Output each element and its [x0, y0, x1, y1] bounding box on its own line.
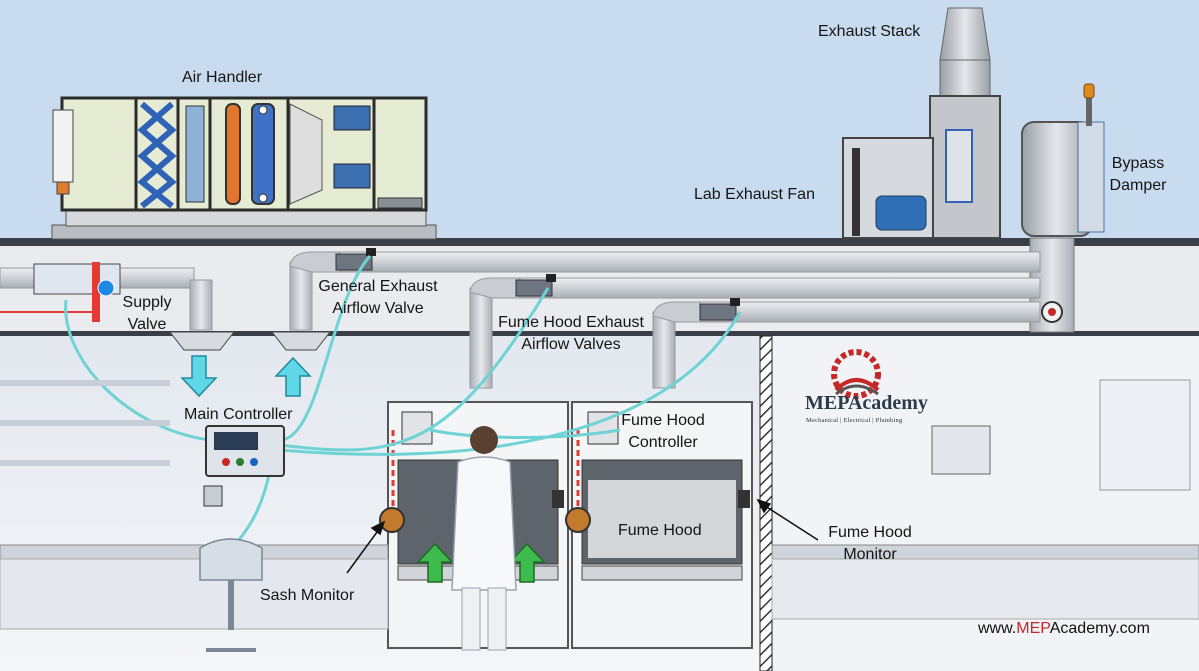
website-prefix: www. — [978, 620, 1017, 637]
label-general-exhaust-airflow-valve: General Exhaust Airflow Valve — [305, 276, 451, 320]
fume-hood-exhaust-valve-1 — [515, 274, 556, 297]
label-fume-hood-controller-line1: Fume Hood — [621, 412, 705, 429]
callout-arrows — [346, 498, 819, 574]
label-fume-hood-controller: Fume Hood Controller — [614, 410, 712, 454]
label-fume-hood-exhaust-line2: Airflow Valves — [521, 336, 621, 353]
exhaust-fan-assembly — [842, 7, 1105, 333]
office-chair — [199, 538, 263, 652]
fume-hood-cabinets — [379, 401, 753, 649]
website-suffix: Academy.com — [1049, 620, 1150, 637]
air-handler-unit — [51, 96, 437, 240]
label-sash-monitor: Sash Monitor — [260, 587, 355, 604]
label-fume-hood-monitor-line1: Fume Hood — [828, 524, 912, 541]
label-general-exhaust-line2: Airflow Valve — [332, 300, 424, 317]
website-url: www.MEPAcademy.com — [978, 620, 1150, 638]
lab-bench-right — [771, 379, 1199, 620]
logo-subtitle: Mechanical | Electrical | Plumbing — [806, 417, 903, 424]
exhaust-main-duct — [270, 251, 1041, 389]
roof-slab — [0, 238, 1199, 246]
label-fume-hood-exhaust-airflow-valves: Fume Hood Exhaust Airflow Valves — [484, 312, 658, 356]
control-wiring — [64, 254, 742, 562]
fume-hood-exhaust-valve-2 — [699, 298, 740, 321]
label-main-controller: Main Controller — [184, 406, 293, 423]
label-fume-hood-monitor: Fume Hood Monitor — [818, 522, 922, 566]
lab-technician — [451, 426, 517, 651]
label-fume-hood: Fume Hood — [618, 522, 702, 539]
label-fume-hood-controller-line2: Controller — [628, 434, 698, 451]
sash-airflow-arrow-left — [416, 542, 454, 583]
label-supply-valve: Supply Valve — [112, 292, 182, 336]
label-bypass-damper-line1: Bypass — [1111, 155, 1165, 172]
label-fume-hood-monitor-line2: Monitor — [843, 546, 897, 563]
label-supply-valve-line1: Supply — [122, 294, 172, 311]
ceiling-line — [0, 331, 1199, 336]
label-exhaust-stack: Exhaust Stack — [818, 23, 921, 40]
supply-duct — [0, 262, 236, 351]
label-air-handler: Air Handler — [182, 69, 263, 86]
website-brand: MEP — [1016, 620, 1050, 637]
lab-bench-left — [0, 380, 389, 630]
sash-airflow-arrow-right — [508, 542, 546, 583]
label-general-exhaust-line1: General Exhaust — [318, 278, 438, 295]
general-exhaust-airflow-arrow — [274, 356, 312, 397]
label-bypass-damper-line2: Damper — [1109, 177, 1167, 194]
supply-airflow-arrow — [180, 355, 218, 398]
label-lab-exhaust-fan: Lab Exhaust Fan — [694, 186, 815, 203]
main-controller-device — [203, 425, 285, 507]
mep-academy-logo-mark — [831, 349, 881, 399]
label-bypass-damper: Bypass Damper — [1108, 153, 1168, 197]
label-supply-valve-line2: Valve — [127, 316, 167, 333]
label-fume-hood-exhaust-line1: Fume Hood Exhaust — [498, 314, 644, 331]
logo-title: MEPAcademy — [805, 392, 928, 414]
